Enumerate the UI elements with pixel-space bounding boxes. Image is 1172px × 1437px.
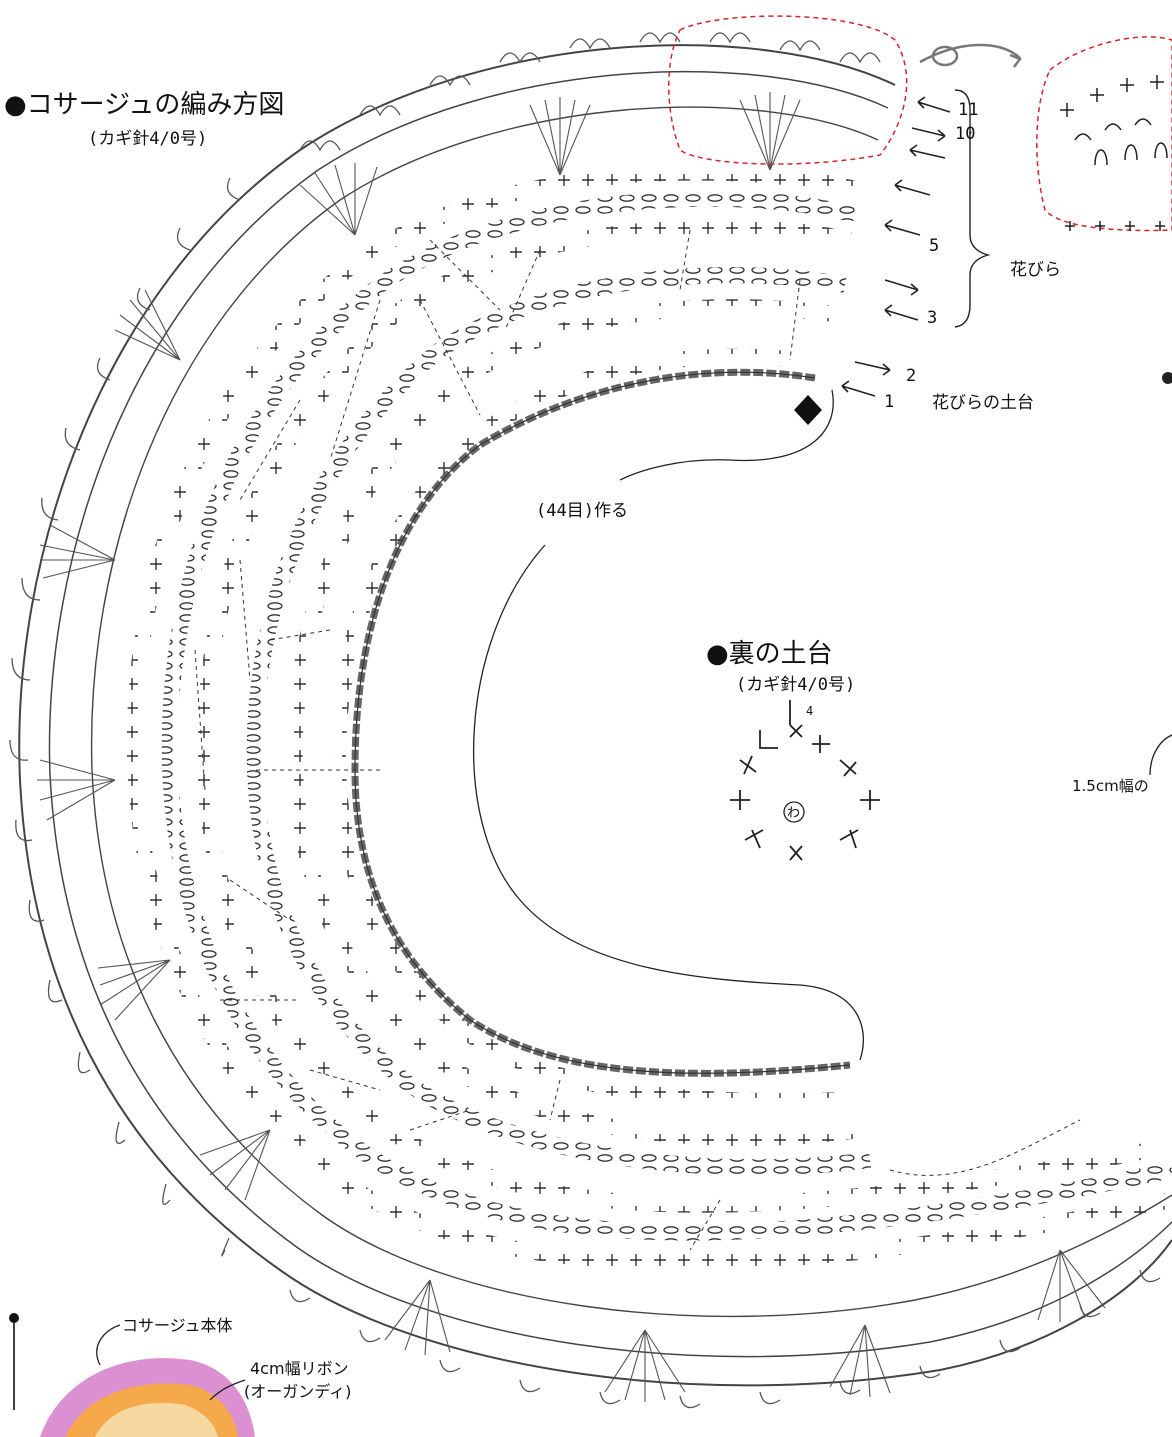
- dashed-guides: [194, 229, 1081, 1251]
- row-number-2: 2: [906, 366, 917, 386]
- turn-arrow-icon: [919, 43, 1022, 68]
- row-number-10: 10: [955, 124, 976, 144]
- highlight-regions: [668, 15, 1172, 232]
- main-title: ●コサージュの編み方図: [4, 90, 285, 120]
- back-base-title: ●裏の土台: [706, 639, 833, 669]
- ring-mark: わ: [787, 806, 801, 821]
- back-base-motif: [730, 700, 880, 861]
- row-arrows: [841, 96, 951, 397]
- stitch-rows: [126, 164, 1172, 1271]
- back-base-hook-size: (カギ針4/0号): [736, 675, 856, 695]
- foundation-chain-label: (44目)作る: [536, 501, 628, 521]
- row-number-3: 3: [927, 308, 938, 328]
- side-dot: [1162, 372, 1172, 384]
- petals-brace: [954, 89, 991, 328]
- petals-label: 花びら: [1010, 260, 1061, 280]
- ribbon-4cm-label: 4cm幅リボン: [250, 1359, 349, 1378]
- main-hook-size: (カギ針4/0号): [88, 129, 208, 149]
- back-row-number-4: 4: [806, 704, 814, 718]
- corsage-illustration: [9, 1313, 255, 1437]
- row-number-1: 1: [884, 392, 895, 412]
- row-number-5: 5: [929, 236, 940, 256]
- petal-base-label: 花びらの土台: [932, 393, 1034, 413]
- start-marker-icon: [794, 395, 822, 425]
- petal-outer-edge: [18, 44, 1172, 1387]
- scallop-picots: [9, 32, 1161, 1409]
- corsage-body-label: コサージュ本体: [122, 1316, 233, 1335]
- leader-lines: [473, 389, 1172, 1061]
- ribbon-width-label: 1.5cm幅の: [1072, 777, 1149, 795]
- shell-fans: [37, 92, 1106, 1402]
- petal-detail-swatch: [1060, 75, 1168, 231]
- row-number-11: 11: [958, 100, 979, 120]
- organdy-label: (オーガンディ): [244, 1382, 352, 1401]
